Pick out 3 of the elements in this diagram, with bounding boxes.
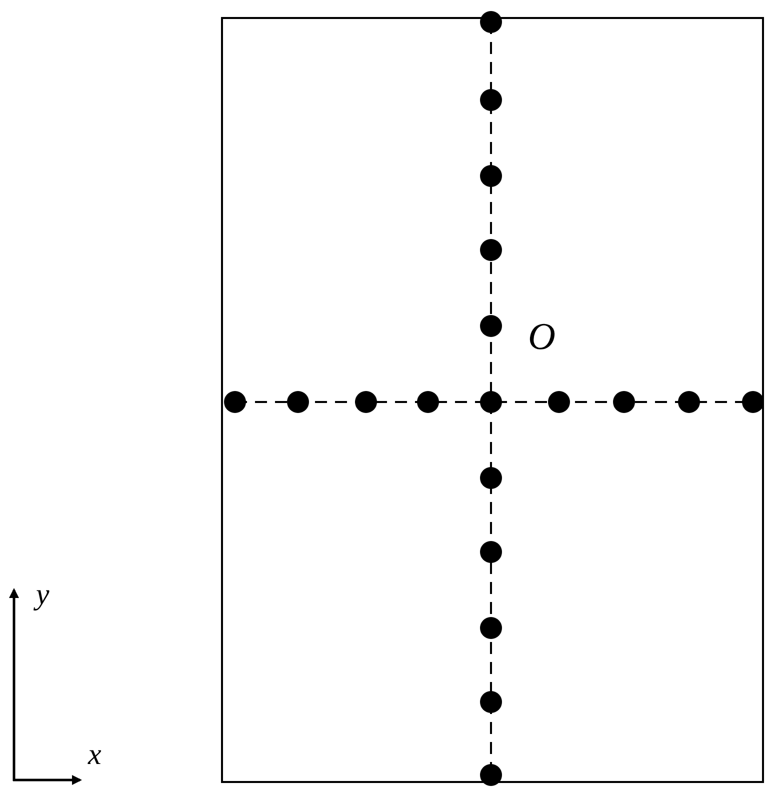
axis-label: y	[36, 580, 50, 610]
origin-label: O	[528, 318, 556, 356]
axis-label: x	[88, 740, 102, 770]
